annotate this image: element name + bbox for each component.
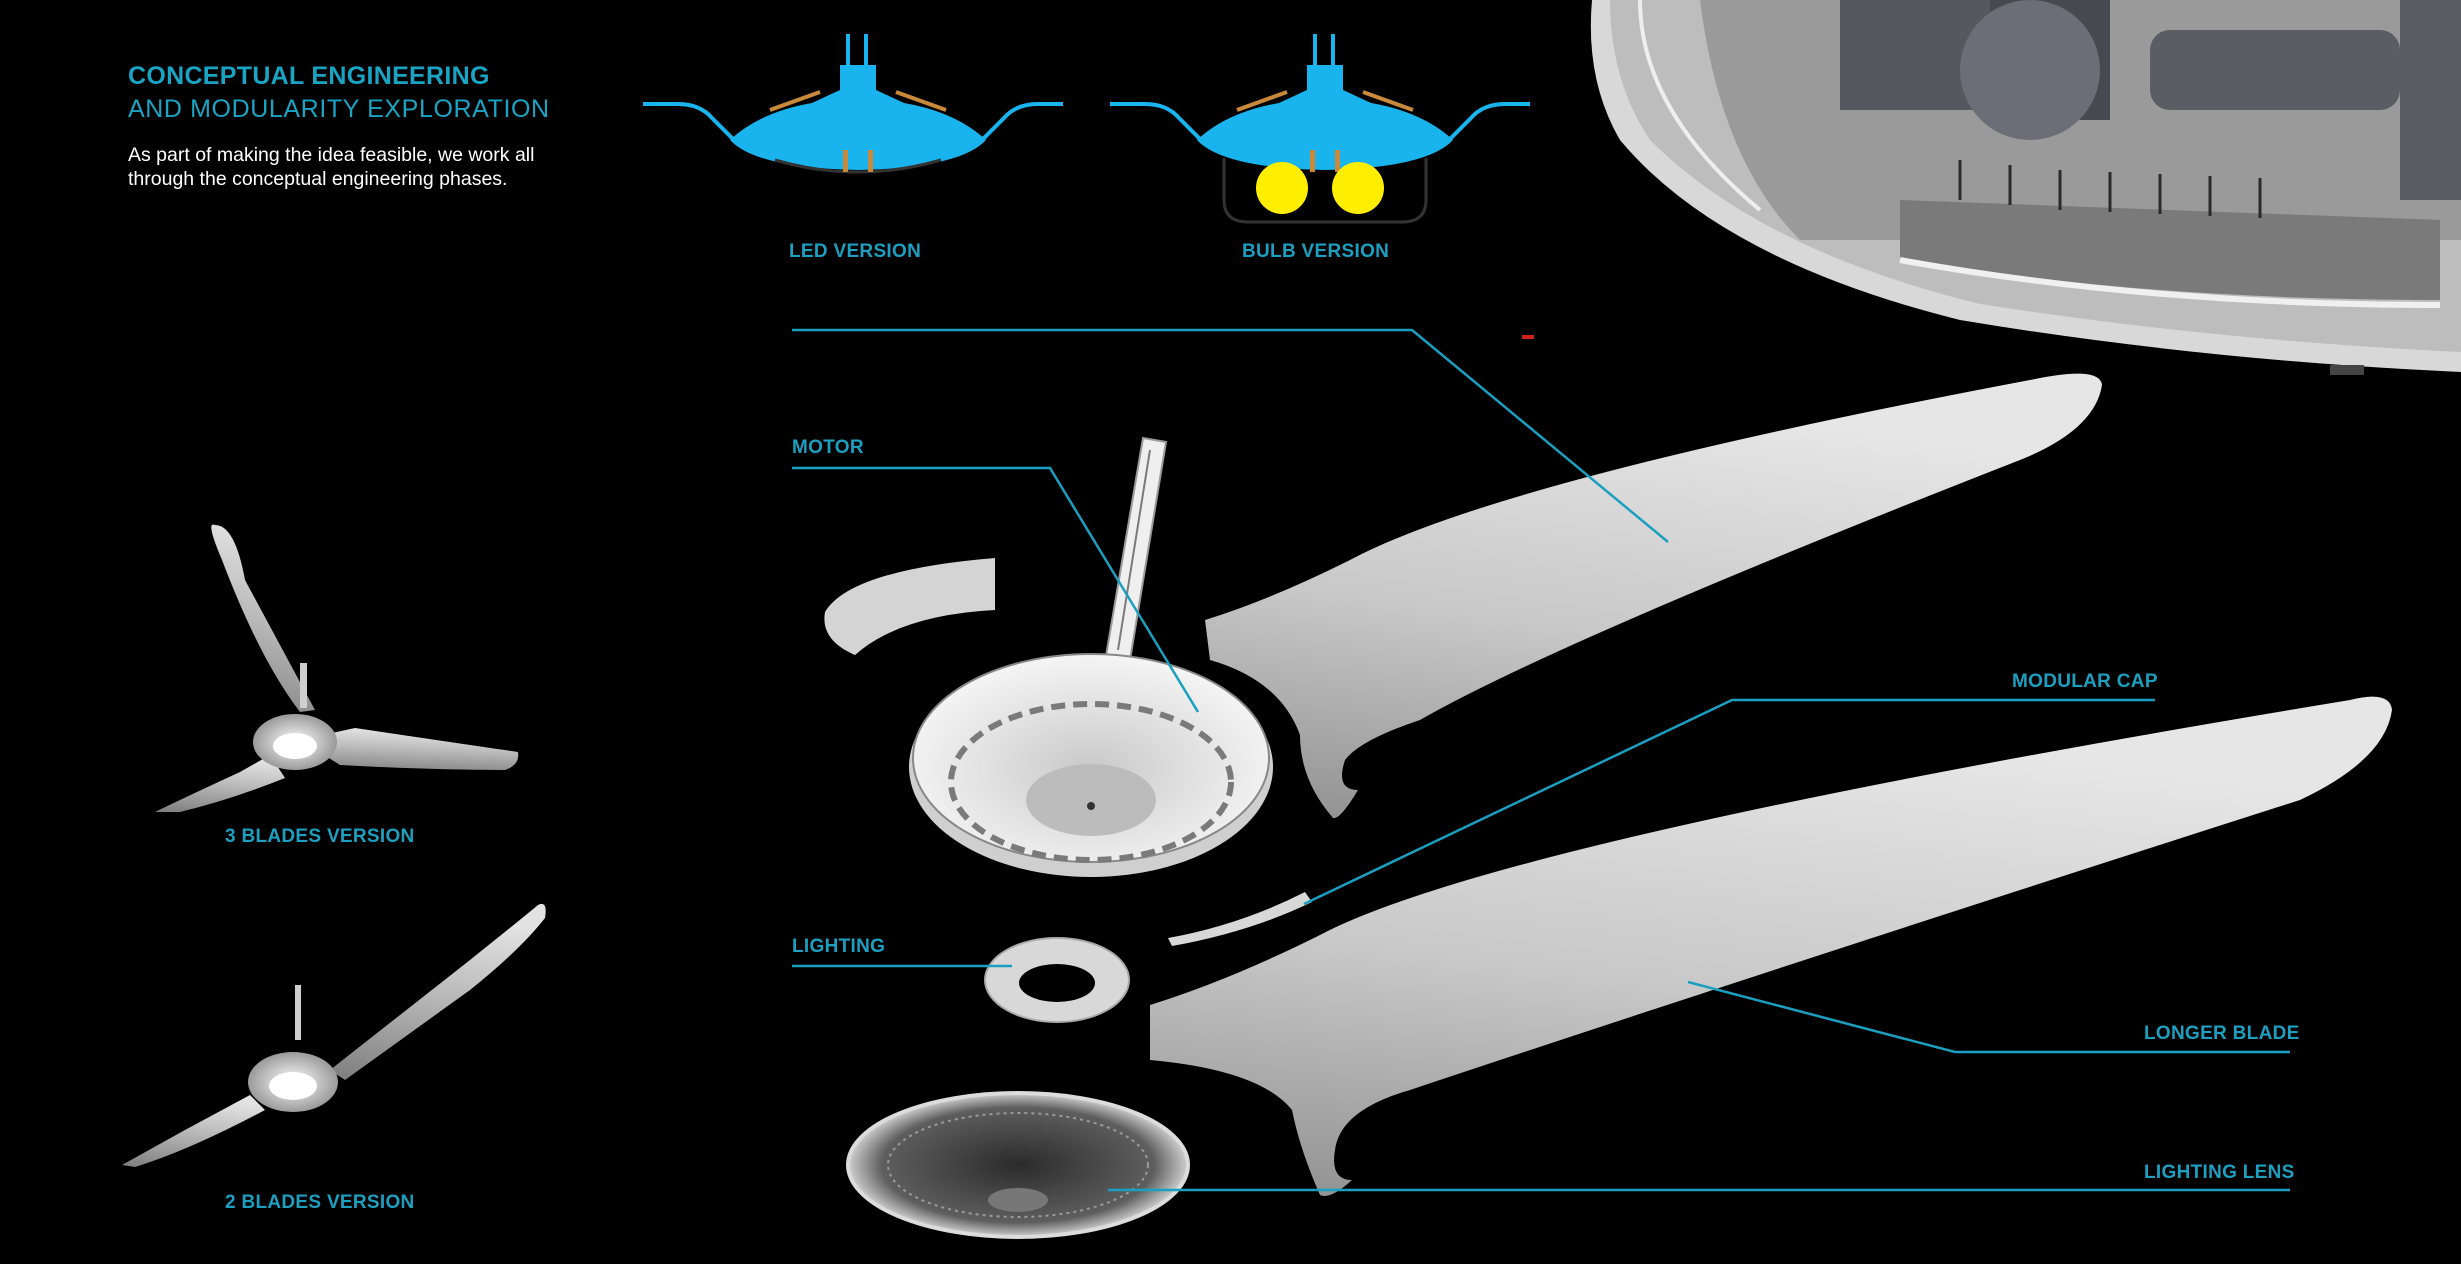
label-lighting: LIGHTING <box>792 936 886 957</box>
label-lighting-lens: LIGHTING LENS <box>2144 1162 2295 1183</box>
two-blade-fan-render <box>122 903 546 1167</box>
intro-text: As part of making the idea feasible, we … <box>128 143 608 191</box>
label-three-blades: 3 BLADES VERSION <box>225 826 415 847</box>
title-light: AND MODULARITY EXPLORATION <box>128 95 550 123</box>
title-bold: CONCEPTUAL ENGINEERING <box>128 62 490 90</box>
intro-line-1: As part of making the idea feasible, we … <box>128 144 535 166</box>
label-bulb-version: BULB VERSION <box>1242 241 1390 262</box>
callout-line-motor <box>792 466 1200 713</box>
cutaway-render <box>1590 0 2461 375</box>
label-motor: MOTOR <box>792 437 864 458</box>
exploded-parts <box>824 373 2392 1239</box>
callout-line-top-blade <box>792 328 1669 543</box>
intro-line-2: through the conceptual engineering phase… <box>128 168 508 190</box>
callout-line-longer-blade <box>1687 980 2290 1054</box>
label-modular-cap: MODULAR CAP <box>2012 671 2158 692</box>
bulb-section-diagram <box>1110 34 1530 224</box>
callout-line-modular-cap <box>1303 698 2155 906</box>
label-led-version: LED VERSION <box>789 241 922 262</box>
callout-lines <box>792 328 2290 1192</box>
label-longer-blade: LONGER BLADE <box>2144 1023 2300 1044</box>
led-section-diagram <box>643 34 1063 174</box>
three-blade-fan-render <box>155 524 519 812</box>
red-marker <box>1522 335 1534 339</box>
label-two-blades: 2 BLADES VERSION <box>225 1192 415 1213</box>
